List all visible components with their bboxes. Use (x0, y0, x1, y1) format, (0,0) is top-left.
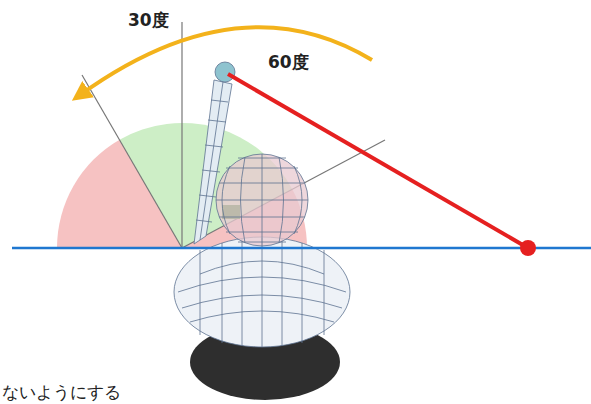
body-figure (174, 62, 350, 347)
rotation-arrow (80, 27, 372, 95)
angle-line (82, 75, 182, 248)
note-text: ないようにする (2, 382, 121, 402)
angle-label: 60度 (268, 52, 309, 72)
baseline (12, 247, 591, 250)
vertical-line (181, 22, 182, 248)
reference-dot (520, 240, 536, 256)
reach-line (228, 74, 528, 248)
angle-label: 30度 (128, 10, 169, 30)
